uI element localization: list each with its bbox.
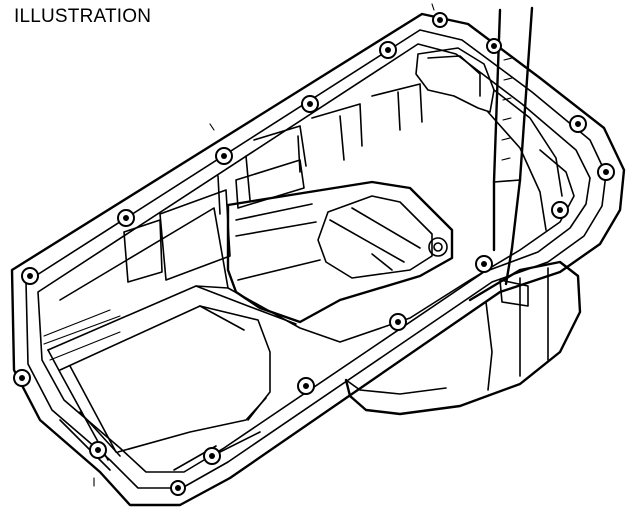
bolt-hole-icon <box>597 163 615 181</box>
bolt-hole-icon <box>551 201 569 219</box>
flange-bolt-holes <box>13 12 615 496</box>
bolt-hole-icon <box>170 480 186 496</box>
bolt-hole-icon <box>215 147 233 165</box>
bolt-hole-icon <box>301 95 319 113</box>
bolt-hole-icon <box>89 441 107 459</box>
illustration-caption: ILLUSTRATION <box>14 6 152 27</box>
bolt-hole-icon <box>475 255 493 273</box>
bolt-hole-icon <box>13 369 31 387</box>
bolt-hole-icon <box>379 41 397 59</box>
bolt-hole-icon <box>297 377 315 395</box>
oil-pan-outline <box>10 3 626 507</box>
bolt-hole-icon <box>203 447 221 465</box>
bolt-hole-icon <box>486 38 502 54</box>
bolt-hole-icon <box>389 313 407 331</box>
bolt-hole-icon <box>432 12 448 28</box>
bolt-hole-icon <box>21 267 39 285</box>
bolt-hole-icon <box>117 209 135 227</box>
bolt-hole-icon <box>569 115 587 133</box>
